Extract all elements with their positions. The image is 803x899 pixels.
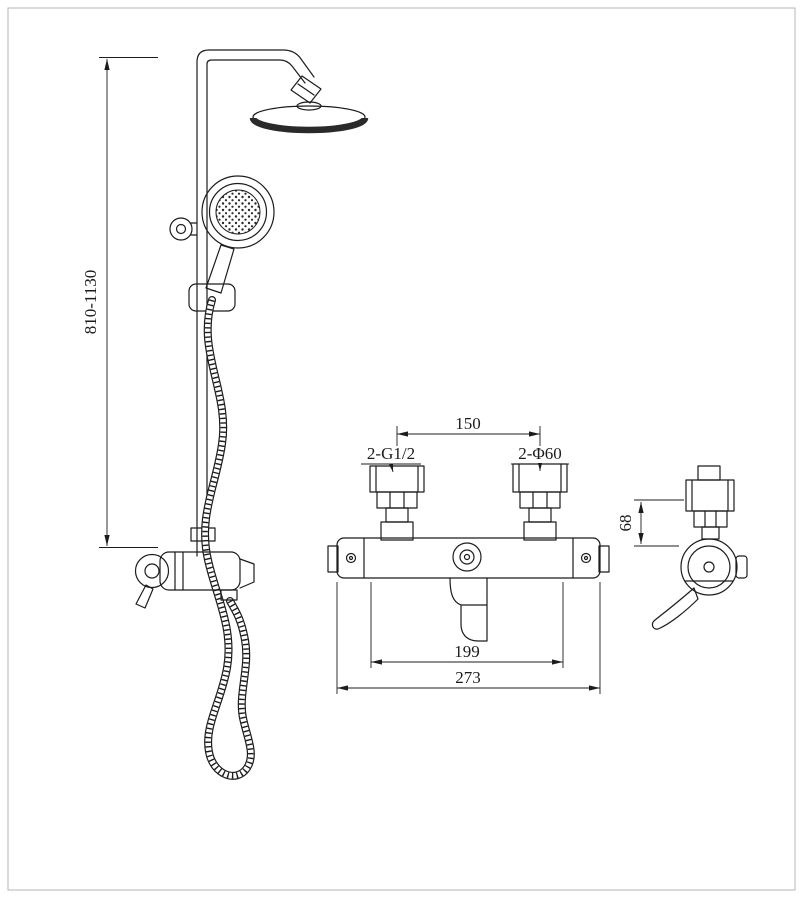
- inlet-spacing-dimension: 150: [396, 414, 541, 446]
- mixer-outlet: [239, 558, 255, 589]
- label-flange-diameter: 2-Φ60: [518, 444, 562, 463]
- tub-spout: [449, 577, 488, 642]
- thermostatic-mixer-valve: [134, 551, 255, 609]
- mixer-body: [327, 537, 610, 579]
- drawing-border: [7, 7, 796, 891]
- mixer-lever: [135, 584, 154, 609]
- label-inlet-thread: 2-G1/2: [367, 444, 415, 463]
- left-inlet-assembly: [369, 465, 425, 541]
- wall-bracket: [169, 217, 198, 241]
- right-mount-tab: [598, 545, 610, 573]
- right-inlet-assembly: [512, 463, 568, 541]
- mount-width-dimension: 199: [370, 582, 564, 668]
- side-outlet: [735, 555, 748, 579]
- hand-shower-spray-face: [215, 189, 261, 235]
- side-inlet-stack: [685, 465, 735, 540]
- left-screw-hole: [345, 552, 357, 564]
- side-lever-handle: [651, 587, 699, 630]
- shower-column-view: 810-1130: [81, 49, 369, 780]
- side-flange: [685, 479, 735, 512]
- overall-width-dimension: 273: [336, 582, 601, 694]
- dimension-mount-width: 199: [454, 642, 480, 661]
- dimension-overall-width: 273: [455, 668, 481, 687]
- hand-shower: [188, 175, 275, 312]
- inlet-thread-label: 2-G1/2: [361, 444, 421, 473]
- mixer-front-view: 150 2-G1/2 2-Φ60: [327, 414, 610, 694]
- mixer-knob: [134, 553, 170, 589]
- dimension-column-height: 810-1130: [81, 270, 100, 335]
- column-height-dimension: 810-1130: [81, 57, 158, 548]
- shower-hose: [201, 296, 255, 780]
- dimension-side-offset: 68: [616, 515, 635, 532]
- side-nut: [693, 510, 728, 528]
- flange-diameter-label: 2-Φ60: [511, 444, 569, 471]
- rain-shower-head: [249, 75, 369, 134]
- right-screw-hole: [580, 552, 592, 564]
- hose-connector-nut: [220, 589, 238, 601]
- side-valve-body: [651, 538, 748, 630]
- center-button: [452, 542, 482, 572]
- mixer-side-view: 68: [616, 465, 748, 630]
- side-offset-dimension: 68: [616, 499, 684, 547]
- dimension-inlet-spacing: 150: [455, 414, 481, 433]
- left-mount-tab: [327, 545, 339, 573]
- hand-shower-handle: [205, 244, 235, 294]
